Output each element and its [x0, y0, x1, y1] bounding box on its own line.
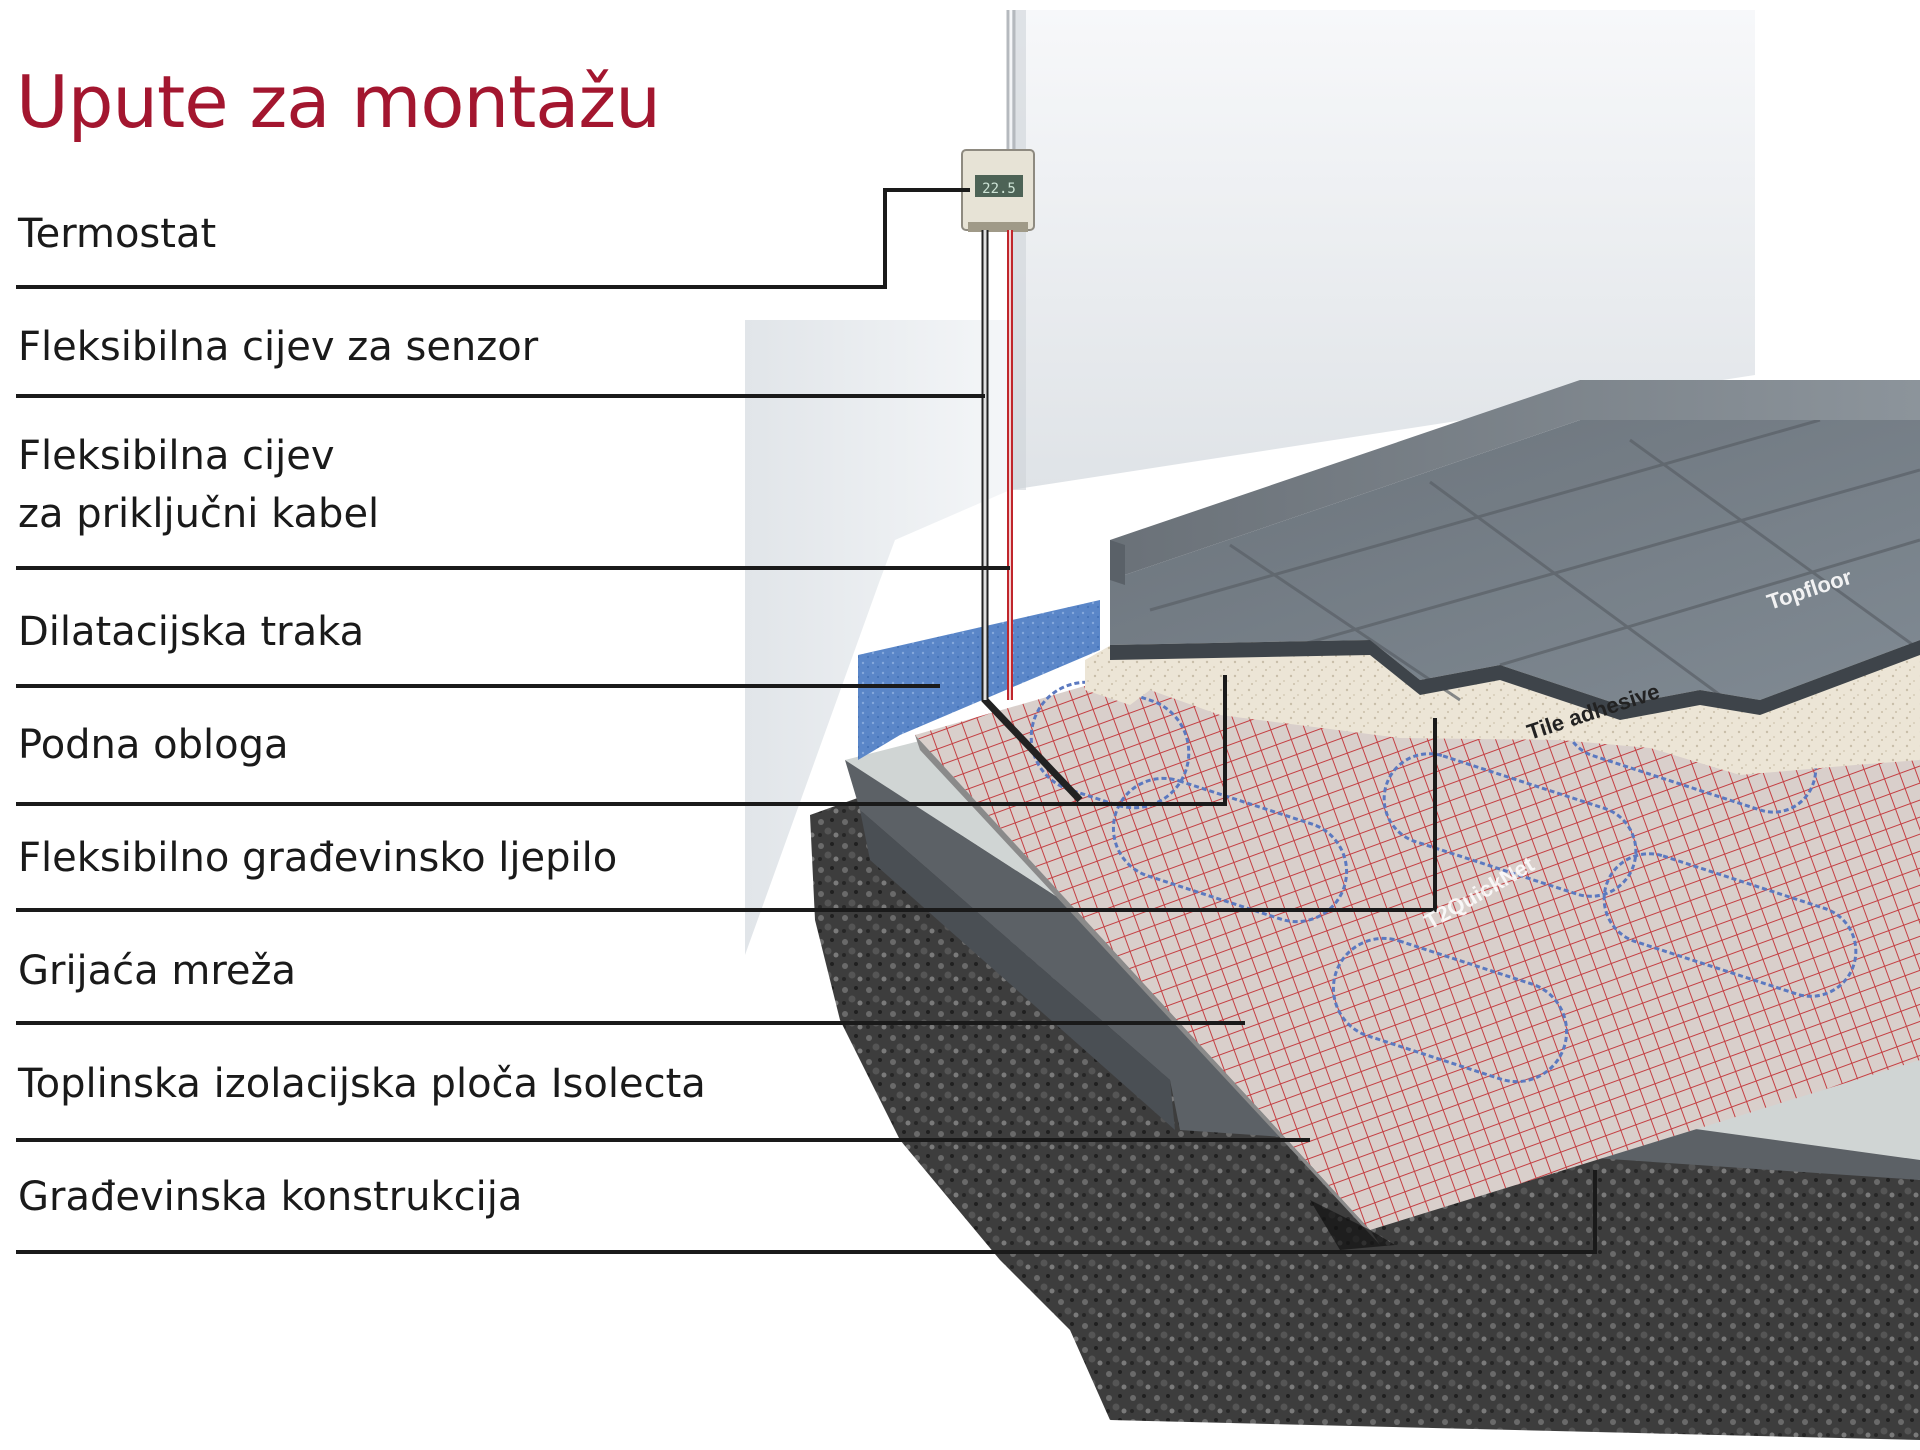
side-wall [745, 320, 1010, 955]
leader-line-konstrukcija [16, 1170, 1597, 1254]
label-mreza: Grijaća mreža [18, 948, 297, 994]
label-podna-obloga: Podna obloga [18, 722, 289, 768]
label-konstrukcija: Građevinska konstrukcija [18, 1174, 523, 1220]
label-kabel-cijev-text: Fleksibilna cijev za priključni kabel [18, 433, 380, 537]
thermostat-display: 22.5 [982, 181, 1016, 197]
label-izolacija: Toplinska izolacijska ploča Isolecta [18, 1061, 706, 1107]
heating-mesh-grid [915, 670, 1920, 1230]
label-ljepilo: Fleksibilno građevinsko ljepilo [18, 835, 618, 881]
leader-lines [16, 188, 1597, 1254]
leader-line-ljepilo [16, 718, 1437, 912]
mesh-shadow [1310, 1200, 1395, 1250]
label-senzor-cijev: Fleksibilna cijev za senzor [18, 324, 539, 370]
tile-grid [1149, 418, 1920, 702]
tile-floor [1110, 420, 1920, 705]
skirting-back [1110, 380, 1920, 580]
tile-front-edge [1110, 640, 1920, 720]
label-dilatacija: Dilatacijska traka [18, 609, 365, 655]
skirting-side [1110, 540, 1125, 585]
label-termostat: Termostat [18, 211, 217, 257]
back-wall [1010, 10, 1755, 490]
dilatation-strip [858, 600, 1100, 760]
thermostat [961, 10, 1035, 232]
leader-line-podna-obloga [16, 675, 1227, 806]
label-kabel-cijev: Fleksibilna cijev za priključni kabel [18, 427, 379, 543]
insulation-front [860, 810, 1175, 1130]
page-title: Upute za montažu [16, 60, 661, 144]
heating-mesh-edge [915, 735, 1380, 1245]
leader-line-termostat [16, 188, 970, 289]
